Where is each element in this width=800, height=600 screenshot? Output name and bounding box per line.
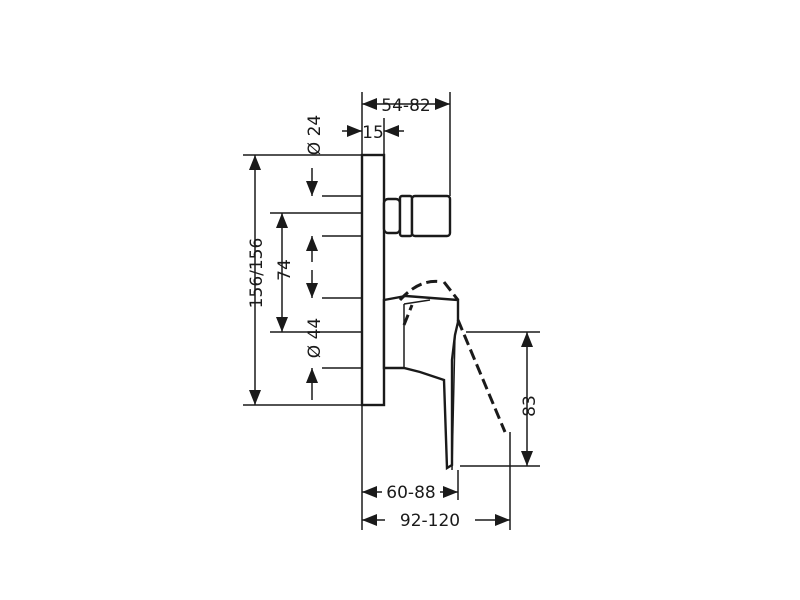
outlet-connector bbox=[382, 194, 452, 238]
lever-handle bbox=[382, 294, 460, 471]
label-lower-diameter: Ø 44 bbox=[305, 318, 325, 358]
dim-top-diameter bbox=[306, 168, 318, 262]
dim-spacing bbox=[276, 213, 288, 332]
label-lever-height: 83 bbox=[520, 395, 540, 417]
dim-thread-depth bbox=[342, 125, 404, 137]
label-thread-depth: 15 bbox=[362, 123, 384, 143]
label-top-diameter: Ø 24 bbox=[305, 115, 325, 155]
dim-lever-projection bbox=[362, 514, 510, 526]
label-spacing: 74 bbox=[275, 259, 295, 281]
lever-alt-position bbox=[398, 279, 507, 433]
dim-lever-height bbox=[521, 332, 533, 466]
dim-overall-height bbox=[249, 155, 261, 405]
label-top-projection: 54-82 bbox=[381, 96, 430, 116]
dim-top-projection bbox=[362, 98, 450, 110]
label-lever-projection: 92-120 bbox=[400, 511, 460, 531]
dim-lower-diameter bbox=[306, 270, 318, 400]
cover-plate bbox=[360, 153, 386, 407]
extension-lines bbox=[243, 92, 540, 530]
dim-handle-projection bbox=[362, 486, 458, 498]
label-handle-projection: 60-88 bbox=[386, 483, 435, 503]
label-overall-height: 156/156 bbox=[247, 238, 267, 309]
